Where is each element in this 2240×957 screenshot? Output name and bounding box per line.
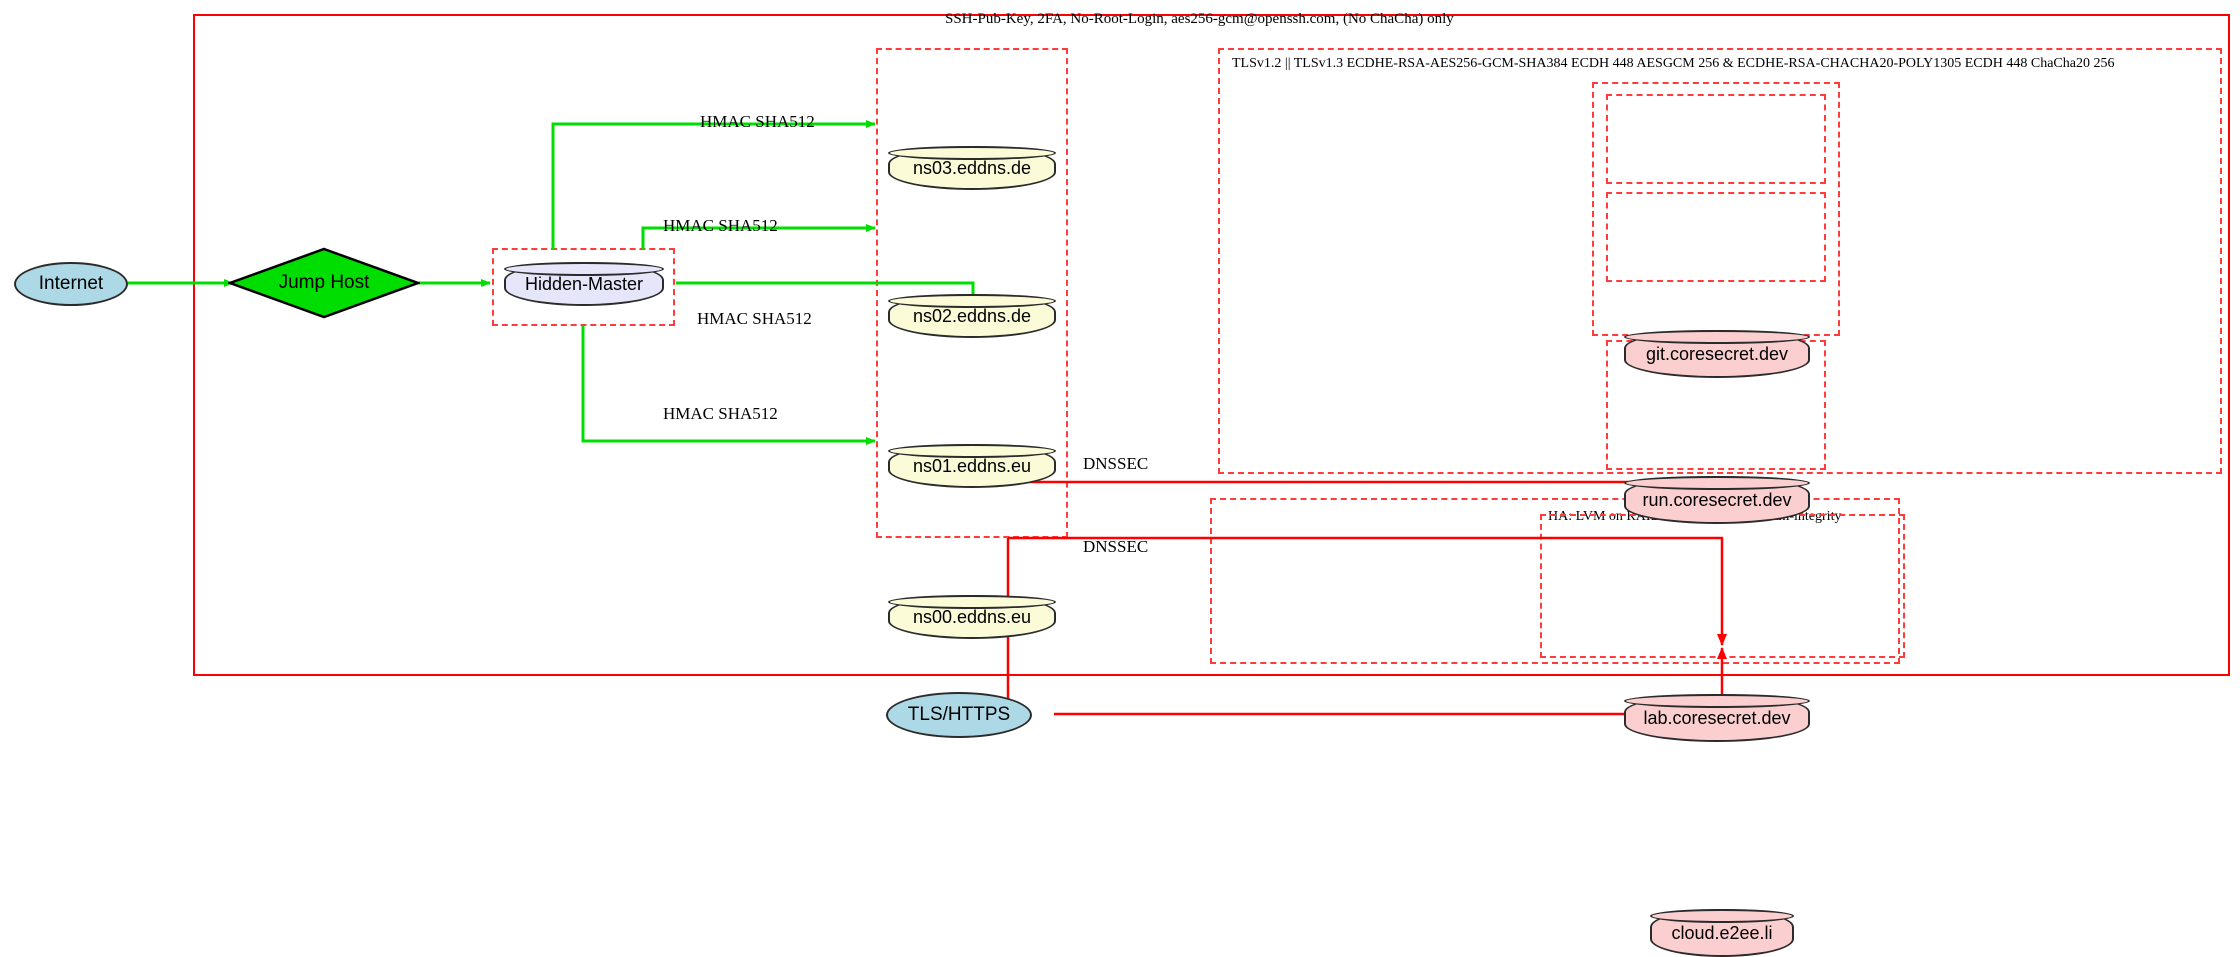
cluster-tls-zone-label: TLSv1.2 || TLSv1.3 ECDHE-RSA-AES256-GCM-… <box>1232 56 2115 71</box>
node-ns02[interactable]: ns02.eddns.de <box>888 294 1056 338</box>
node-ns00[interactable]: ns00.eddns.eu <box>888 595 1056 639</box>
node-cloud-e2ee-label: cloud.e2ee.li <box>1671 922 1773 943</box>
node-lab-coresecret[interactable]: lab.coresecret.dev <box>1624 694 1810 742</box>
edge-label-hmac-ns02: HMAC SHA512 <box>663 216 778 235</box>
node-ns03-label: ns03.eddns.de <box>912 157 1032 178</box>
node-tls-https-label: TLS/HTTPS <box>907 704 1011 725</box>
edge-label-dnssec-bottom: DNSSEC <box>1083 537 1149 556</box>
cluster-cloud-zone <box>1540 514 1905 658</box>
node-ns00-label: ns00.eddns.eu <box>912 606 1032 627</box>
node-jump-host[interactable]: Jump Host <box>228 247 420 319</box>
node-ns02-label: ns02.eddns.de <box>912 305 1032 326</box>
node-lab-coresecret-label: lab.coresecret.dev <box>1643 707 1791 728</box>
cluster-ssh-zone-label: SSH-Pub-Key, 2FA, No-Root-Login, aes256-… <box>945 11 1454 27</box>
node-git-coresecret[interactable]: git.coresecret.dev <box>1624 330 1810 378</box>
node-cloud-e2ee[interactable]: cloud.e2ee.li <box>1650 909 1794 957</box>
node-run-coresecret[interactable]: run.coresecret.dev <box>1624 476 1810 524</box>
cluster-git-zone <box>1606 94 1826 184</box>
diagram-canvas: SSH-Pub-Key, 2FA, No-Root-Login, aes256-… <box>14 11 2230 957</box>
node-ns01[interactable]: ns01.eddns.eu <box>888 444 1056 488</box>
edge-label-hmac-ns01: HMAC SHA512 <box>697 309 812 328</box>
node-ns03[interactable]: ns03.eddns.de <box>888 146 1056 190</box>
node-git-coresecret-label: git.coresecret.dev <box>1645 343 1789 364</box>
edge-label-hmac-ns03: HMAC SHA512 <box>700 112 815 131</box>
cluster-run-zone <box>1606 192 1826 282</box>
edge-label-dnssec-top: DNSSEC <box>1083 454 1149 473</box>
node-run-coresecret-label: run.coresecret.dev <box>1642 489 1792 510</box>
edge-label-hmac-ns00: HMAC SHA512 <box>663 404 778 423</box>
node-hidden-master-label: Hidden-Master <box>524 273 644 294</box>
node-tls-https[interactable]: TLS/HTTPS <box>886 692 1032 738</box>
node-hidden-master[interactable]: Hidden-Master <box>504 262 664 306</box>
node-ns01-label: ns01.eddns.eu <box>912 455 1032 476</box>
cluster-tls-zone <box>1218 48 2222 474</box>
node-internet[interactable]: Internet <box>14 262 128 306</box>
node-internet-label: Internet <box>38 273 104 294</box>
